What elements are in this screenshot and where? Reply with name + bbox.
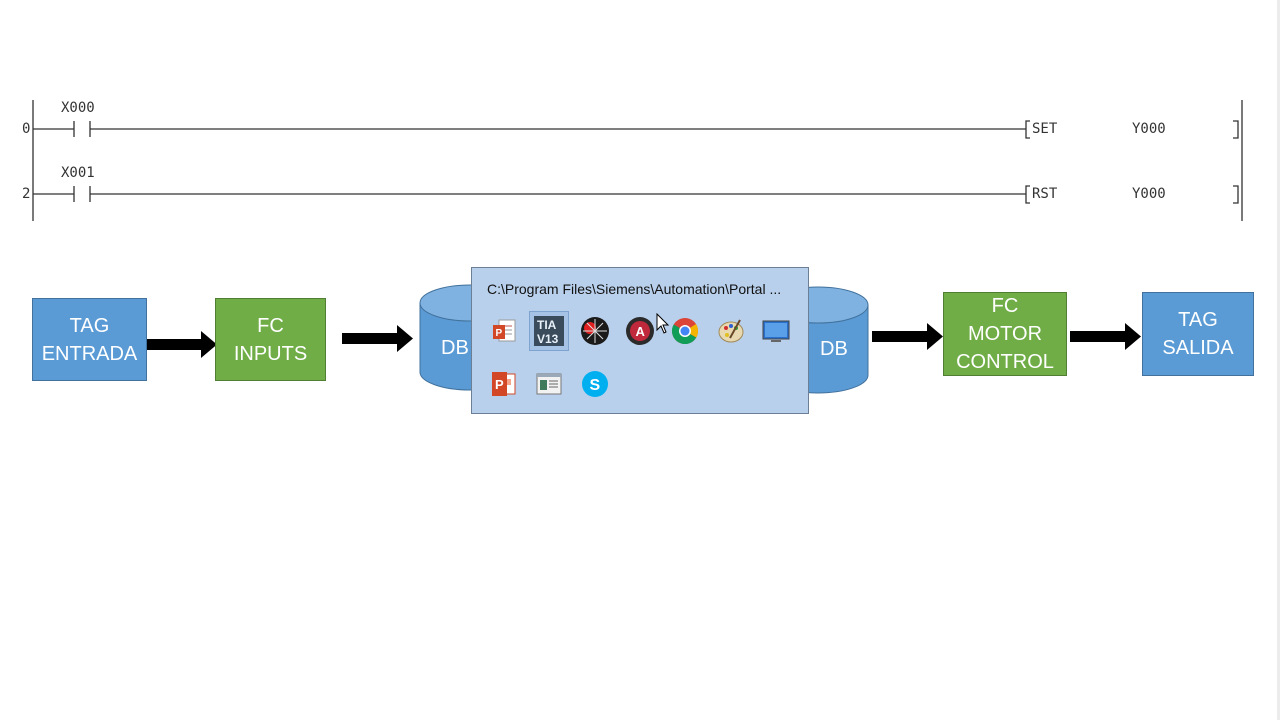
block-line: FC [991,295,1019,317]
block-line: FC [257,314,284,337]
rung-1: 2 X001 RST Y000 [22,165,1239,204]
skype-icon[interactable]: S [575,364,615,404]
block-line: TAG [69,314,110,337]
svg-text:TIA: TIA [537,318,557,332]
instruction-open-bracket [1025,120,1030,139]
red-a-circle-icon[interactable]: A [620,311,660,351]
chrome-icon[interactable] [665,311,705,351]
block-line: MOTOR [967,323,1043,345]
arrow-tag-to-fc [146,331,217,358]
arrow-db-to-fc-motor [872,323,943,350]
fc-motor-control-block[interactable]: FC MOTOR CONTROL [943,292,1067,376]
powerpoint-document-icon[interactable]: P [484,311,524,351]
monitor-window-icon[interactable] [756,311,796,351]
arrow-fc-motor-to-tag [1070,323,1141,350]
db-left-label: DB [441,337,469,359]
ladder-diagram: 0 X000 SET Y000 2 X001 RST Y000 [0,100,1243,221]
instruction-close-bracket [1233,120,1239,139]
rung-0: 0 X000 SET Y000 [22,100,1239,139]
spider-app-icon[interactable] [575,311,615,351]
db-right-label: DB [820,338,848,360]
svg-text:S: S [590,377,601,394]
block-line: SALIDA [1162,337,1234,359]
tag-entrada-block[interactable]: TAG ENTRADA [32,298,147,381]
svg-text:P: P [496,328,503,339]
contact-label[interactable]: X001 [61,165,95,181]
rung-number: 2 [22,186,30,202]
tag-salida-block[interactable]: TAG SALIDA [1142,292,1254,376]
block-line: ENTRADA [41,342,138,365]
rung-number: 0 [22,121,30,137]
fc-inputs-block[interactable]: FC INPUTS [215,298,326,381]
taskbar-window-popup[interactable]: C:\Program Files\Siemens\Automation\Port… [471,267,809,414]
right-edge-line [1277,0,1280,720]
tia-portal-v13-icon[interactable]: TIA V13 [529,311,569,351]
svg-text:P: P [495,377,504,392]
instruction-operand[interactable]: Y000 [1132,186,1166,202]
instruction-name[interactable]: RST [1032,186,1058,202]
block-line: CONTROL [956,351,1054,373]
instruction-close-bracket [1233,185,1239,204]
svg-text:A: A [636,324,646,339]
block-line: INPUTS [233,342,308,365]
instruction-name[interactable]: SET [1032,121,1058,137]
popup-window-title: C:\Program Files\Siemens\Automation\Port… [487,281,782,297]
block-line: TAG [1178,309,1218,331]
instruction-operand[interactable]: Y000 [1132,121,1166,137]
paint-palette-icon[interactable] [711,311,751,351]
powerpoint-icon[interactable]: P [484,364,524,404]
document-window-icon[interactable] [529,364,569,404]
arrow-fc-to-db [342,325,413,352]
contact-label[interactable]: X000 [61,100,95,116]
svg-text:V13: V13 [537,332,559,346]
mouse-cursor-icon [656,313,670,334]
instruction-open-bracket [1025,185,1030,204]
